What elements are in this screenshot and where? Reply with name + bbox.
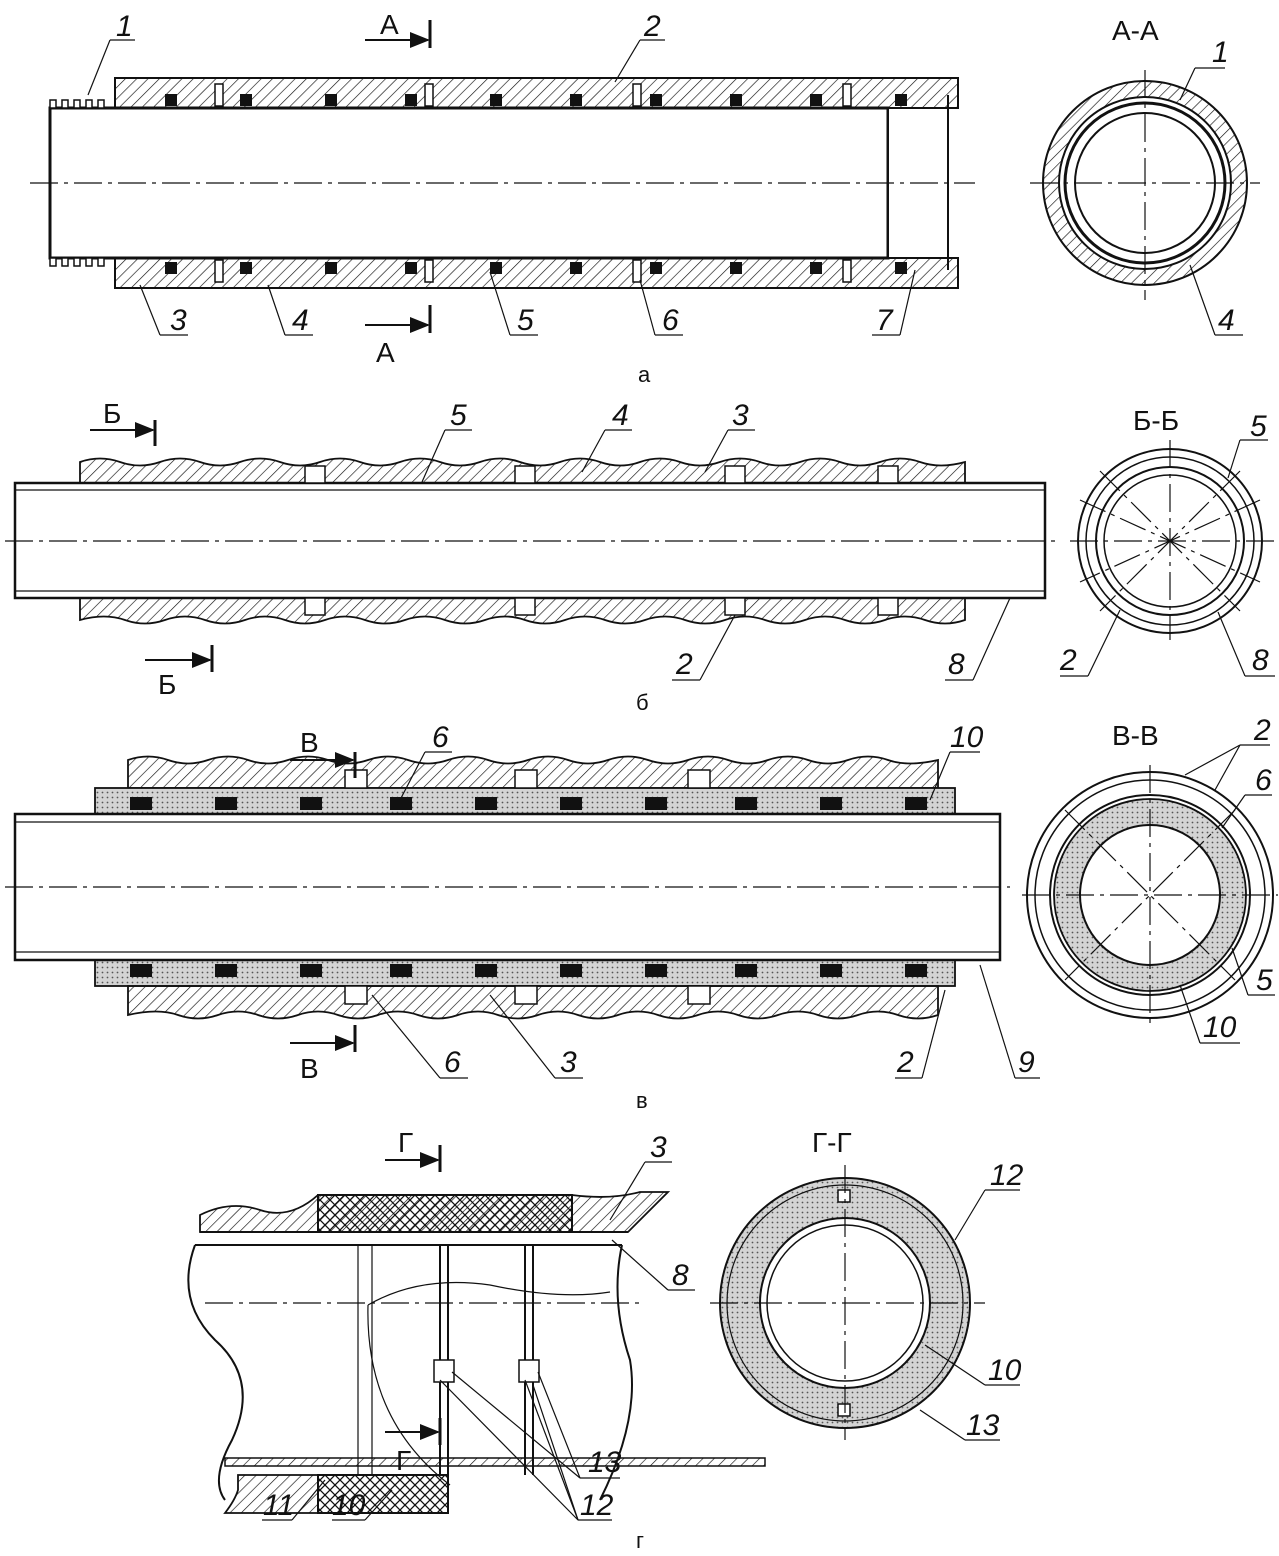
label-gg-13: 13	[966, 1409, 1000, 1442]
label-gg-10: 10	[988, 1354, 1022, 1387]
section-title-v: В-В	[1112, 720, 1159, 751]
section-b-b: Б-Б 5 2 8	[1059, 405, 1275, 677]
label-g-8: 8	[672, 1259, 689, 1292]
label-b-8: 8	[948, 648, 965, 681]
layer-10-top	[94, 787, 956, 815]
label-aa-1: 1	[1212, 36, 1229, 69]
labels-a: 1 2 3 4 5 6 7	[87, 10, 916, 337]
label-v-3: 3	[560, 1046, 577, 1079]
label-gg-12: 12	[990, 1159, 1024, 1192]
label-b-2: 2	[675, 648, 693, 681]
label-b-5: 5	[450, 399, 467, 432]
labels-g: 3 8 11 10 13 12	[262, 1131, 695, 1522]
cut-mark-a-top: А	[380, 9, 399, 40]
label-g-13: 13	[588, 1446, 622, 1479]
cut-mark-a-bottom: А	[376, 337, 395, 368]
pipe-teeth-a	[49, 99, 105, 267]
clips-b	[304, 465, 899, 616]
label-a-2: 2	[643, 10, 661, 43]
cut-mark-b-bottom: Б	[158, 669, 176, 700]
label-g-11: 11	[263, 1489, 294, 1522]
cut-mark-b-top: Б	[103, 398, 121, 429]
label-a-3: 3	[170, 304, 187, 337]
section-a-a: А-А 1 4	[1030, 15, 1260, 337]
label-a-5: 5	[517, 304, 534, 337]
figure-b: Б Б 5 4 3 2 8 Б-Б	[5, 398, 1275, 715]
label-b-3: 3	[732, 399, 749, 432]
cut-mark-g-top: Г	[398, 1127, 413, 1158]
label-v-2: 2	[896, 1046, 914, 1079]
label-g-10: 10	[332, 1489, 366, 1522]
label-vv-10: 10	[1203, 1011, 1237, 1044]
label-a-1: 1	[116, 10, 133, 43]
section-title-a: А-А	[1112, 15, 1159, 46]
cut-mark-v-bottom: В	[300, 1053, 319, 1084]
cut-mark-g-bottom: Г	[396, 1445, 411, 1476]
label-bb-5: 5	[1250, 410, 1267, 443]
label-g-12: 12	[580, 1489, 614, 1522]
label-aa-4: 4	[1218, 304, 1235, 337]
inner-cutout-g	[367, 1281, 611, 1486]
label-v-9: 9	[1018, 1046, 1035, 1079]
label-v-6-bottom: 6	[444, 1046, 461, 1079]
cut-mark-v-top: В	[300, 727, 319, 758]
pipe-wall-bottom-g	[223, 1474, 319, 1514]
label-bb-8: 8	[1252, 644, 1269, 677]
clips-v	[344, 769, 711, 1005]
section-g-g: Г-Г 12 10 13	[710, 1127, 1024, 1442]
label-g-3: 3	[650, 1131, 667, 1164]
section-title-g: Г-Г	[812, 1127, 852, 1158]
sleeve-top-a	[114, 77, 959, 109]
break-line-left-g	[187, 1244, 244, 1501]
labels-v: 6 10 6 3 2 9	[371, 721, 1040, 1079]
label-v-10: 10	[950, 721, 984, 754]
coupling-top-g	[317, 1194, 573, 1233]
seals-a	[165, 94, 907, 274]
break-line-right-g	[599, 1244, 633, 1501]
label-a-4: 4	[292, 304, 309, 337]
caption-v: в	[636, 1088, 648, 1113]
section-title-b: Б-Б	[1133, 405, 1179, 436]
label-bb-2: 2	[1059, 644, 1077, 677]
label-v-6-top: 6	[432, 721, 449, 754]
figure-a: А А 1 2 3 4 5 6 7 А-А	[30, 9, 1260, 387]
label-vv-6: 6	[1255, 764, 1272, 797]
figure-v: В В 6 10 6 3 2 9 В-В	[5, 714, 1278, 1113]
caption-a: а	[638, 362, 651, 387]
label-vv-5: 5	[1256, 964, 1273, 997]
label-a-7: 7	[876, 304, 894, 337]
caption-g: г	[636, 1528, 644, 1553]
caption-b: б	[636, 690, 649, 715]
labels-b: 5 4 3 2 8	[421, 399, 1011, 681]
pins-a	[214, 83, 852, 283]
rods-g	[357, 1245, 540, 1475]
label-vv-2: 2	[1253, 714, 1271, 747]
coupling-bottom-g	[317, 1474, 449, 1514]
section-v-v: В-В 2 6 5 10	[1022, 714, 1278, 1044]
seals-v	[130, 797, 927, 977]
label-b-4: 4	[612, 399, 629, 432]
figure-g: Г Г 3 8 11 10 13 12 Г-Г	[187, 1127, 1024, 1553]
label-a-6: 6	[662, 304, 679, 337]
